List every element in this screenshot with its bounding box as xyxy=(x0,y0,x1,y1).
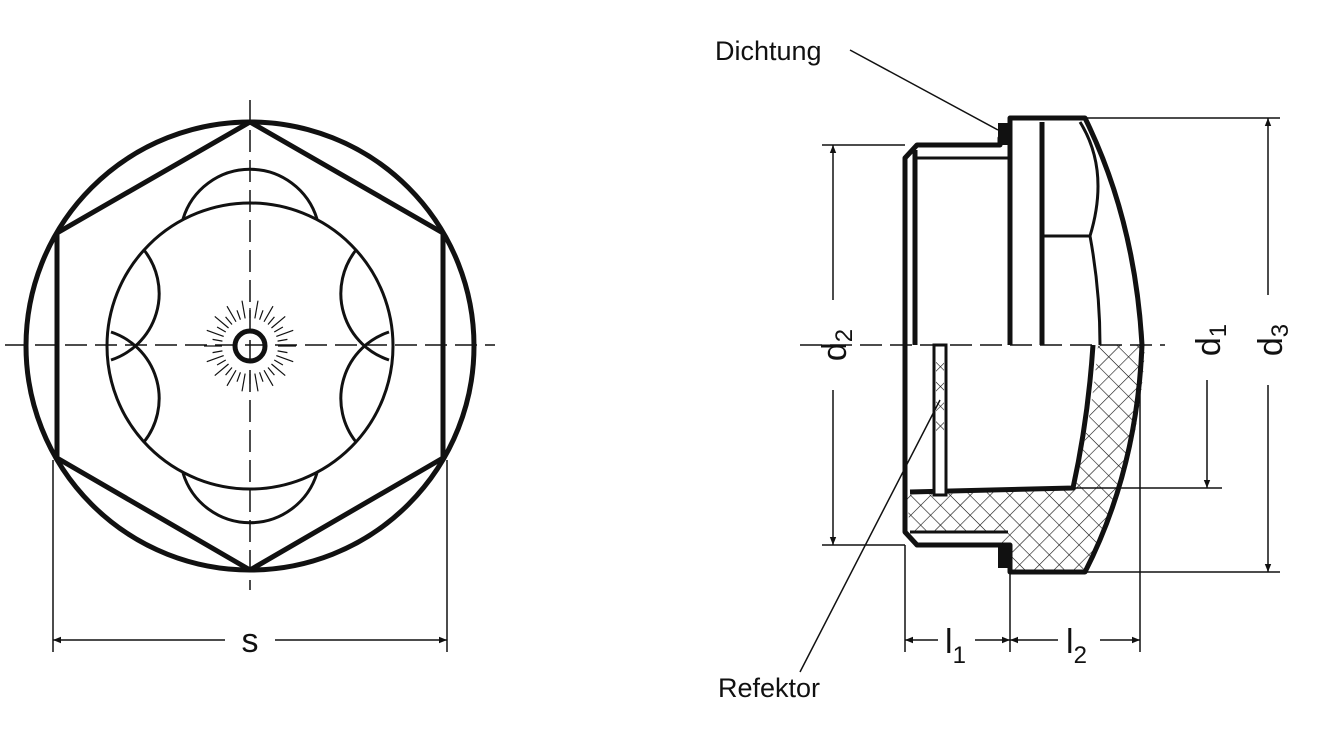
dimension-s-label: s xyxy=(242,622,259,660)
ray-mark xyxy=(271,315,286,329)
ray-mark xyxy=(216,359,227,366)
ray-mark xyxy=(241,373,246,392)
ray-mark xyxy=(226,369,237,387)
dimension-d1-label: d1 xyxy=(1190,324,1232,356)
ray-mark xyxy=(267,367,275,376)
ray-mark xyxy=(273,359,284,366)
ray-mark xyxy=(225,367,233,376)
ray-mark xyxy=(241,300,246,319)
section-view: Dichtung Refektor d2 d1 d3 l1 l2 xyxy=(715,36,1294,703)
reflector-leader xyxy=(799,399,941,673)
reflector-label: Refektor xyxy=(718,673,820,703)
hexagon xyxy=(54,119,446,573)
ray-mark xyxy=(212,350,223,354)
ray-mark xyxy=(214,363,229,377)
ray-mark xyxy=(254,373,259,392)
ray-mark xyxy=(277,350,288,354)
ray-mark xyxy=(225,316,233,325)
center-hole xyxy=(232,328,268,364)
ray-mark xyxy=(254,300,259,319)
ray-mark xyxy=(273,326,284,333)
ray-mark xyxy=(263,305,274,323)
ray-mark xyxy=(216,326,227,333)
dimension-l2-label: l2 xyxy=(1066,623,1087,669)
ray-mark xyxy=(212,338,223,342)
ray-mark xyxy=(276,329,294,337)
ray-mark xyxy=(271,363,286,377)
ray-mark xyxy=(267,316,275,325)
ray-mark xyxy=(259,372,264,382)
ray-mark xyxy=(259,310,264,320)
seal-top xyxy=(998,123,1010,145)
reflector-rays xyxy=(204,300,296,392)
ray-mark xyxy=(277,338,288,342)
seal-leader xyxy=(849,49,999,131)
ray-mark xyxy=(236,310,241,320)
seal-bottom xyxy=(998,545,1010,568)
ray-mark xyxy=(226,305,237,323)
dimension-l1-label: l1 xyxy=(945,623,966,669)
dimension-d2-label: d2 xyxy=(816,329,858,361)
ray-mark xyxy=(236,372,241,382)
window-circle xyxy=(105,201,395,491)
ray-mark xyxy=(263,369,274,387)
ray-mark xyxy=(206,355,224,363)
body-outline-upper xyxy=(902,115,1145,346)
seal-label: Dichtung xyxy=(715,36,822,66)
ray-mark xyxy=(206,329,224,337)
ray-mark xyxy=(276,355,294,363)
scallops xyxy=(110,167,390,525)
dimension-d3-label: d3 xyxy=(1252,324,1294,356)
section-hatch xyxy=(907,345,1145,572)
front-view: s xyxy=(5,100,495,660)
ray-mark xyxy=(214,315,229,329)
